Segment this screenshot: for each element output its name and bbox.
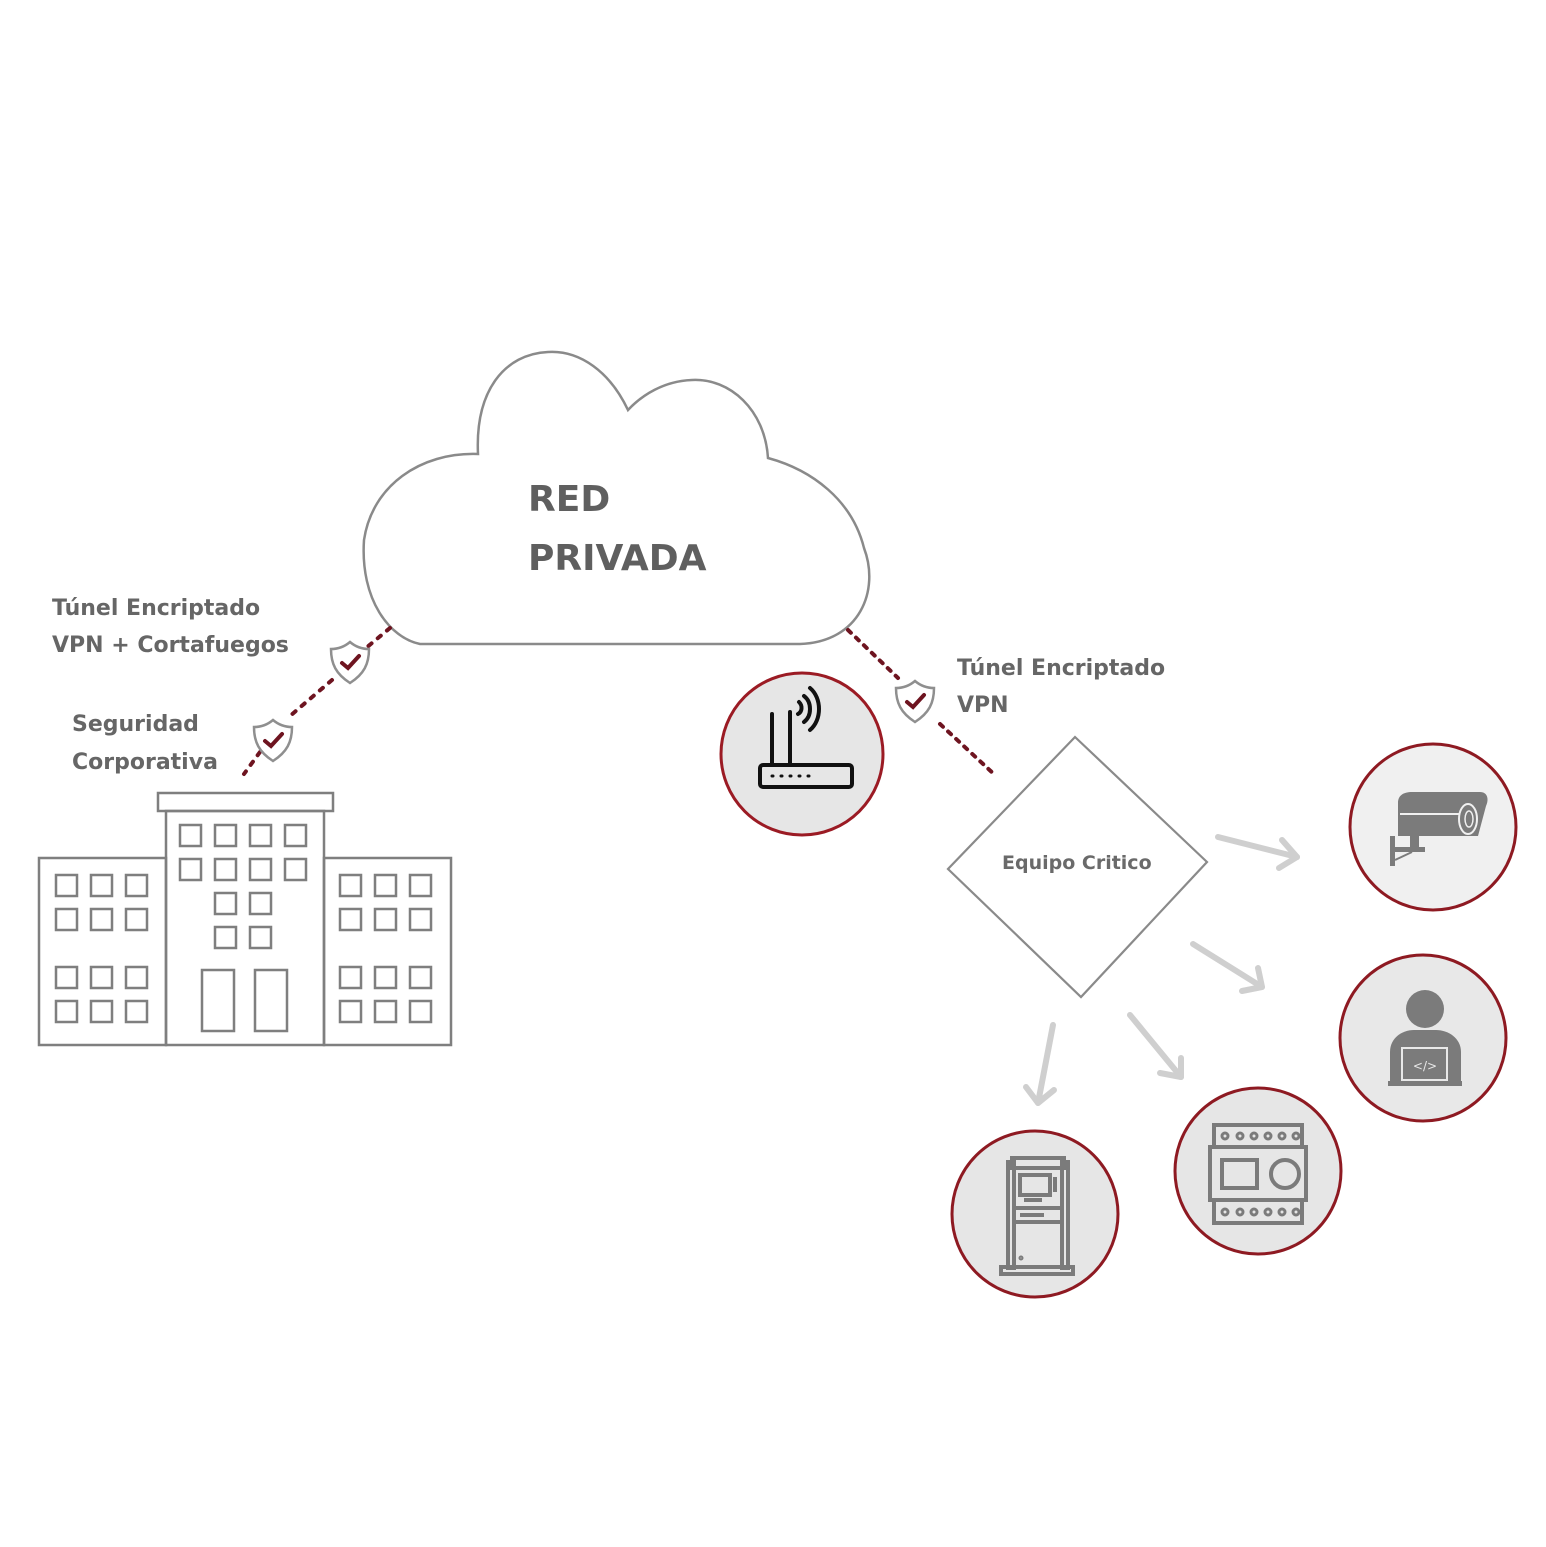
tunnel-line-left-upper <box>364 626 392 650</box>
cloud-label: RED PRIVADA <box>528 470 707 588</box>
developer-node: </> <box>1338 953 1508 1123</box>
atm-kiosk-icon <box>999 1156 1075 1276</box>
developer-laptop-icon: </> <box>1388 990 1462 1086</box>
arrow-to-kiosk <box>1023 1022 1057 1106</box>
critical-equipment-diamond <box>946 735 1209 999</box>
router-node <box>719 671 885 837</box>
private-network-cloud <box>362 350 871 646</box>
arrow-to-developer <box>1190 941 1265 994</box>
tunnel-line-left-middle <box>288 678 334 718</box>
din-rail-controller-icon <box>1208 1123 1308 1225</box>
corporate-security-line1: Seguridad <box>72 712 199 737</box>
right-tunnel-label: Túnel Encriptado VPN <box>957 650 1165 724</box>
cloud-label-line2: PRIVADA <box>528 538 707 579</box>
svg-text:</>: </> <box>1413 1059 1437 1073</box>
arrow-to-camera <box>1215 834 1300 871</box>
wifi-router-icon <box>758 686 854 789</box>
kiosk-node <box>950 1129 1120 1299</box>
left-tunnel-line1: Túnel Encriptado <box>52 596 261 621</box>
tunnel-line-right-lower <box>938 722 998 778</box>
controller-node <box>1173 1086 1343 1256</box>
arrow-to-controller <box>1127 1012 1184 1080</box>
shield-check-icon <box>252 718 294 763</box>
left-tunnel-label: Túnel Encriptado VPN + Cortafuegos <box>52 590 289 664</box>
tunnel-line-left-lower <box>242 750 262 776</box>
shield-check-icon <box>329 640 371 685</box>
critical-equipment-label: Equipo Critico <box>1002 852 1152 874</box>
tunnel-line-right-upper <box>846 628 900 680</box>
left-tunnel-line2: VPN + Cortafuegos <box>52 633 289 658</box>
corporate-security-label: Seguridad Corporativa <box>72 706 218 782</box>
cctv-camera-icon <box>1390 792 1488 866</box>
arrows <box>1023 834 1300 1106</box>
right-tunnel-line1: Túnel Encriptado <box>957 656 1166 681</box>
office-building-icon <box>37 791 453 1047</box>
right-tunnel-line2: VPN <box>957 693 1009 718</box>
shield-check-icon <box>894 679 936 724</box>
camera-node <box>1348 742 1518 912</box>
corporate-security-line2: Corporativa <box>72 750 218 775</box>
cloud-label-line1: RED <box>528 479 611 520</box>
